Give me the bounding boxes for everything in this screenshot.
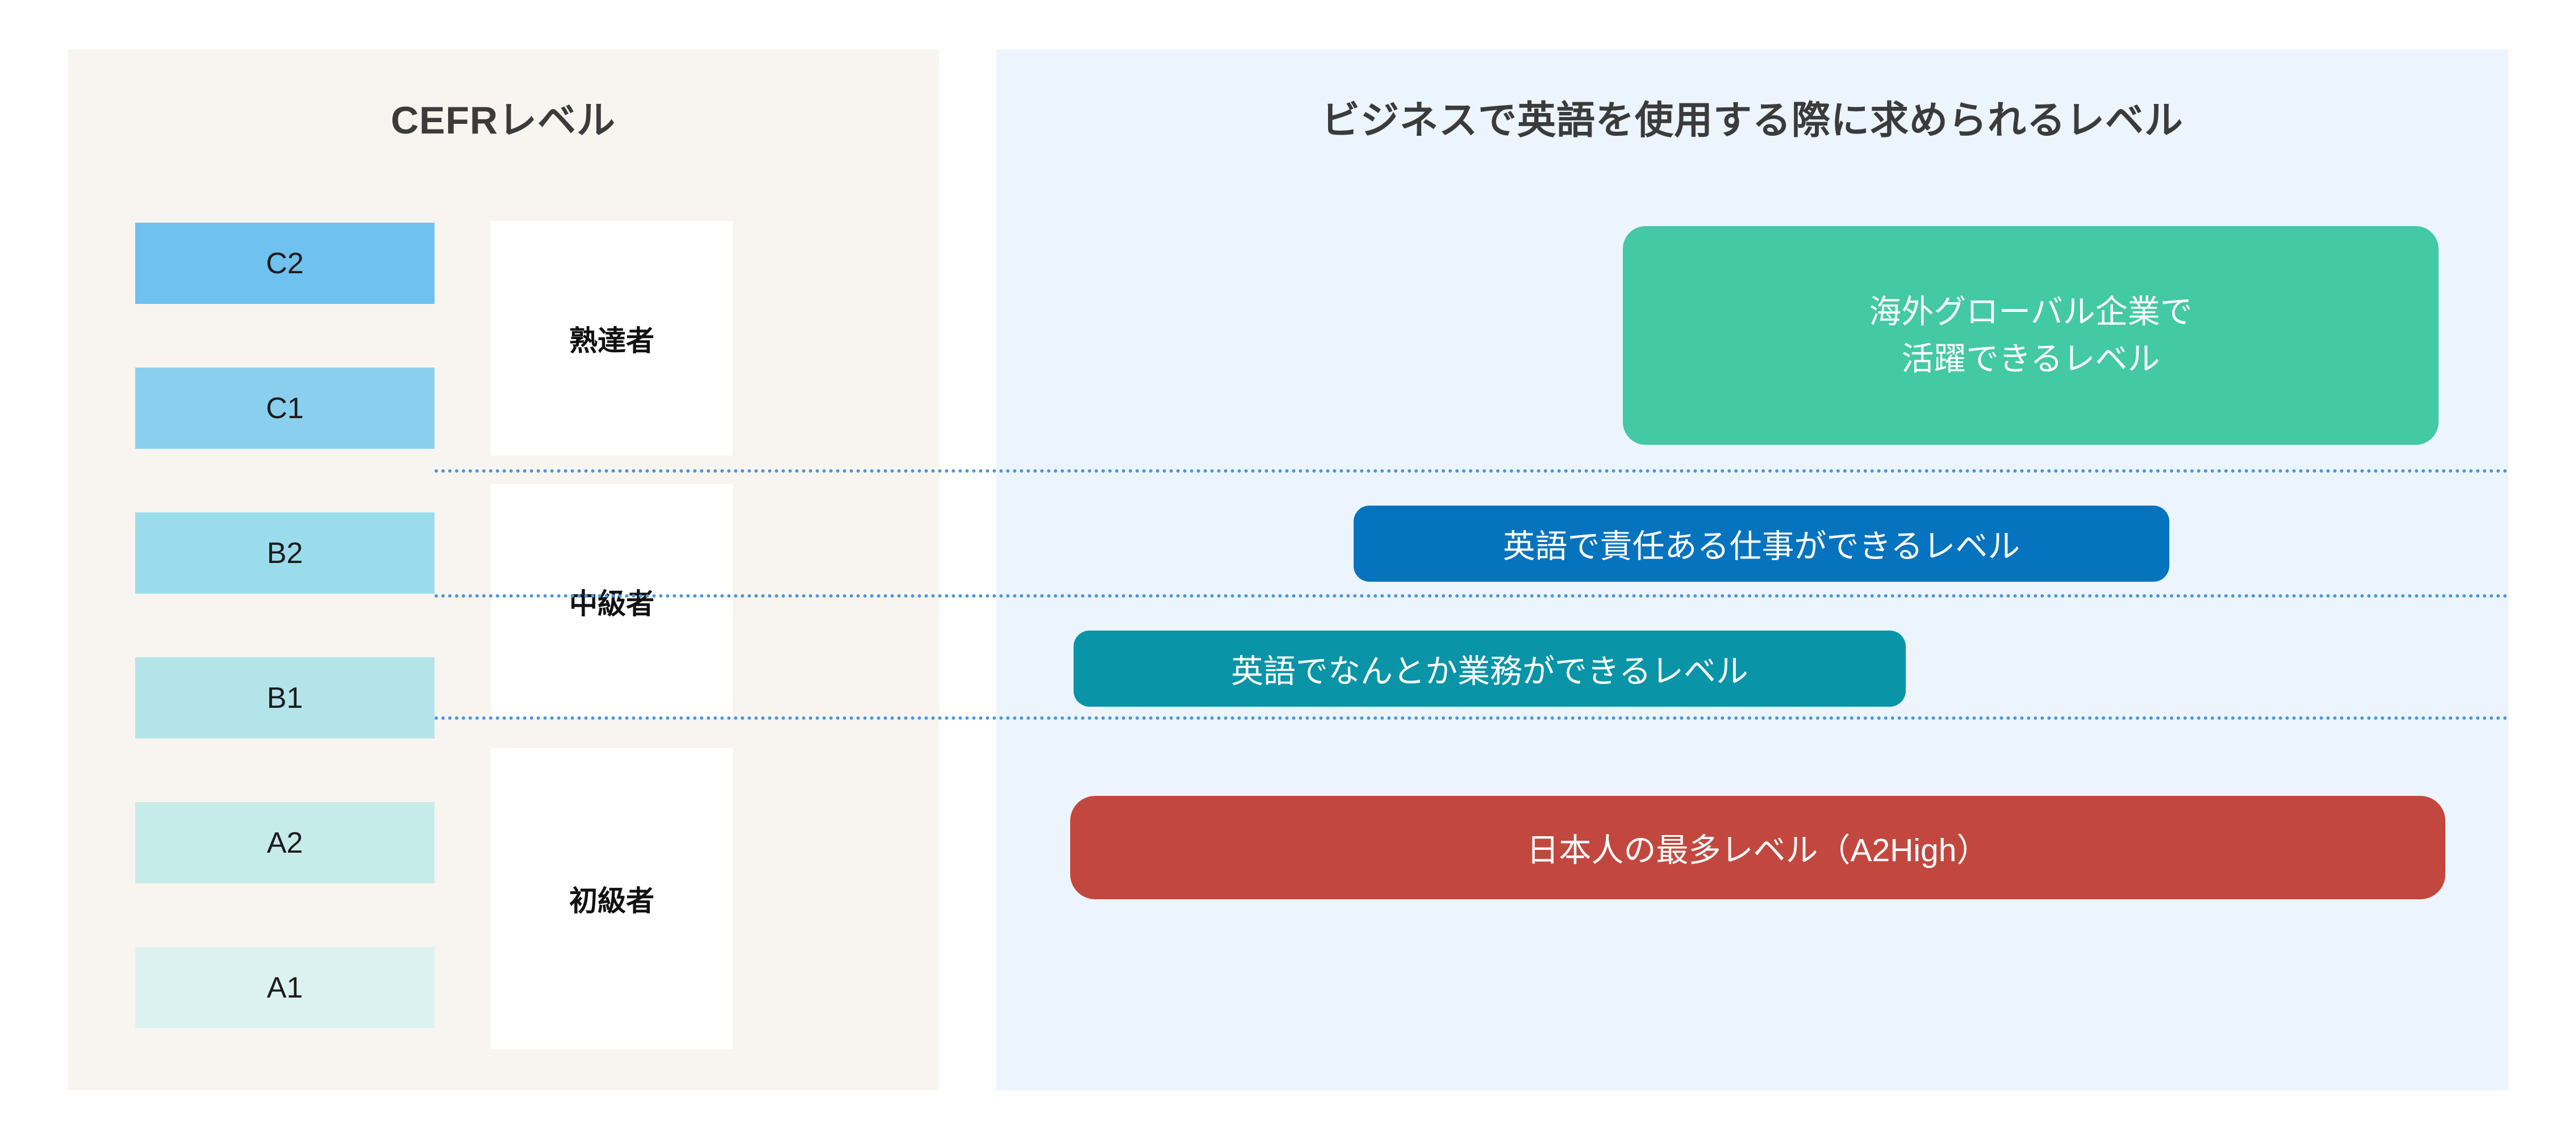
level-badge-manage: 英語でなんとか業務ができるレベル [1074, 631, 1906, 707]
business-level-panel-title: ビジネスで英語を使用する際に求められるレベル [1321, 99, 2183, 142]
level-badge-global: 海外グローバル企業で 活躍できるレベル [1623, 226, 2439, 445]
proficiency-group-advanced-label: 熟達者 [569, 324, 654, 357]
cefr-level-c2-label: C2 [266, 247, 304, 280]
proficiency-group-advanced: 熟達者 [491, 221, 733, 456]
cefr-level-c1: C1 [135, 368, 435, 449]
cefr-level-b2-label: B2 [266, 536, 303, 570]
cefr-level-a2: A2 [135, 802, 435, 883]
level-badge-japanese-majority-label: 日本人の最多レベル（A2High） [1526, 832, 1989, 869]
divider-b2-b1 [435, 594, 2508, 598]
cefr-level-a1: A1 [135, 947, 435, 1028]
cefr-level-c2: C2 [135, 223, 435, 304]
level-badge-responsible: 英語で責任ある仕事ができるレベル [1354, 506, 2169, 582]
proficiency-group-intermediate: 中級者 [491, 484, 733, 719]
level-badge-responsible-label: 英語で責任ある仕事ができるレベル [1502, 528, 2020, 565]
cefr-level-b2: B2 [135, 512, 435, 594]
level-badge-japanese-majority: 日本人の最多レベル（A2High） [1070, 796, 2445, 899]
cefr-level-b1: B1 [135, 657, 435, 739]
cefr-level-a2-label: A2 [266, 826, 303, 860]
proficiency-group-beginner-label: 初級者 [569, 885, 654, 917]
divider-advanced-intermediate [435, 469, 2508, 473]
level-badge-global-line2: 活躍できるレベル [1901, 340, 2160, 377]
divider-intermediate-beginner [435, 716, 2508, 720]
level-badge-manage-label: 英語でなんとか業務ができるレベル [1231, 653, 1748, 690]
cefr-level-c1-label: C1 [266, 391, 304, 425]
cefr-panel-title: CEFRレベル [390, 99, 616, 142]
cefr-level-b1-label: B1 [266, 681, 303, 715]
proficiency-group-beginner: 初級者 [491, 748, 733, 1049]
cefr-level-a1-label: A1 [266, 971, 303, 1004]
proficiency-group-intermediate-label: 中級者 [569, 587, 654, 620]
level-badge-global-line1: 海外グローバル企業で [1869, 293, 2193, 330]
